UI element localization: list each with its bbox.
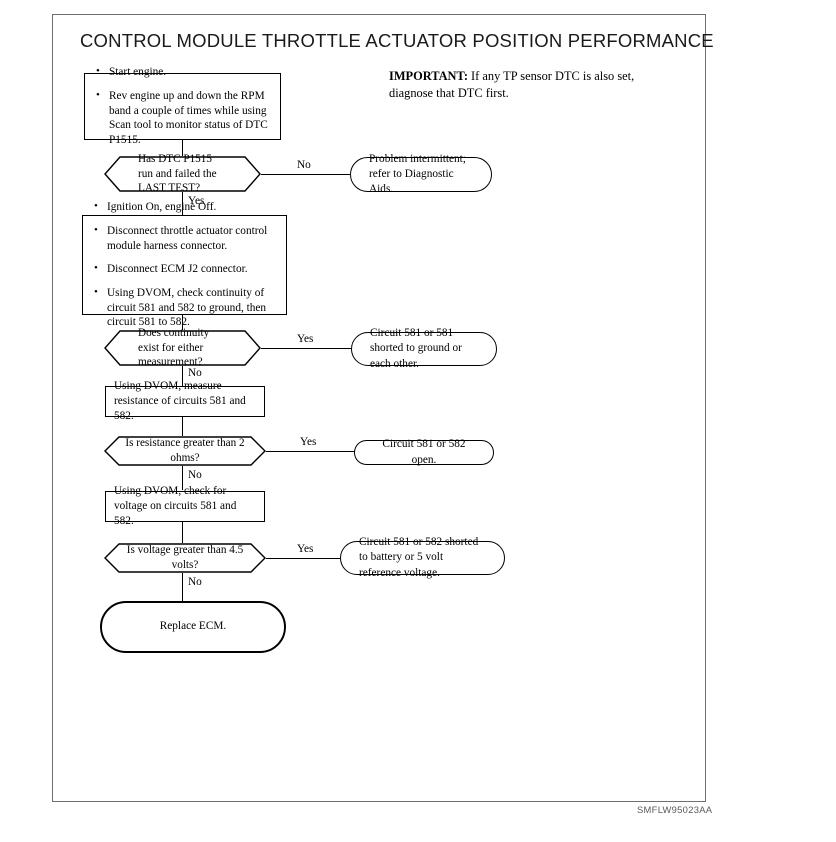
important-note-lead: IMPORTANT: [389, 69, 468, 83]
branch-label-no-2: No [188, 367, 202, 379]
branch-label-no-4: No [188, 576, 202, 588]
connector-step1-to-decision1 [182, 140, 183, 162]
branch-label-yes-3: Yes [300, 436, 317, 448]
branch-label-no-1: No [297, 159, 311, 171]
decision-4-hexagon: Is voltage greater than 4.5 volts? [104, 543, 266, 573]
connector-decision3-yes [266, 451, 356, 452]
final-terminal: Replace ECM. [100, 601, 286, 653]
connector-decision3-no [182, 466, 183, 490]
connector-decision4-no [182, 573, 183, 602]
branch-label-yes-4: Yes [297, 543, 314, 555]
result-4-label: Circuit 581 or 582 shorted to battery or… [359, 536, 479, 579]
connector-decision2-no [182, 366, 183, 386]
connector-step3-to-decision3 [182, 417, 183, 437]
step-2-box: Ignition On, engine Off. Disconnect thro… [82, 199, 287, 328]
page-title: CONTROL MODULE THROTTLE ACTUATOR POSITIO… [80, 30, 714, 51]
decision-3-hexagon: Is resistance greater than 2 ohms? [104, 436, 266, 466]
hexagon-shape-icon [104, 543, 266, 573]
decision-1-hexagon: Has DTC P1515 run and failed the LAST TE… [104, 153, 261, 194]
connector-step2-to-decision2 [182, 315, 183, 333]
step-4-box: Using DVOM, check for voltage on circuit… [105, 485, 265, 527]
list-item: Ignition On, engine Off. [91, 199, 278, 215]
decision-3-label: Is resistance greater than 2 ohms? [125, 437, 245, 464]
connector-decision1-no [261, 174, 352, 175]
result-2-label: Circuit 581 or 581 shorted to ground or … [370, 327, 462, 370]
connector-step4-to-decision4 [182, 522, 183, 543]
step-3-box: Using DVOM, measure resistance of circui… [105, 380, 265, 422]
result-4-terminal: Circuit 581 or 582 shorted to battery or… [340, 536, 505, 579]
list-item: Disconnect ECM J2 connector. [91, 261, 278, 277]
step-1-bullet-list: Start engine. Rev engine up and down the… [93, 64, 272, 148]
result-3-terminal: Circuit 581 or 582 open. [354, 438, 494, 466]
list-item: Disconnect throttle actuator control mod… [91, 223, 278, 253]
final-terminal-label: Replace ECM. [159, 620, 227, 633]
step-2-bullet-list: Ignition On, engine Off. Disconnect thro… [91, 199, 278, 330]
step-4-label: Using DVOM, check for voltage on circuit… [114, 484, 237, 528]
result-2-terminal: Circuit 581 or 581 shorted to ground or … [351, 327, 497, 370]
branch-label-yes-2: Yes [297, 333, 314, 345]
document-code: SMFLW95023AA [637, 804, 713, 815]
result-1-label: Problem intermittent; refer to Diagnosti… [369, 152, 466, 196]
decision-1-label: Has DTC P1515 run and failed the LAST TE… [138, 152, 217, 195]
decision-4-label: Is voltage greater than 4.5 volts? [126, 544, 244, 571]
result-3-label: Circuit 581 or 582 open. [382, 438, 466, 466]
hexagon-shape-icon [104, 436, 266, 466]
list-item: Rev engine up and down the RPM band a co… [93, 88, 272, 148]
decision-2-label: Does continuity exist for either measure… [138, 326, 210, 369]
branch-label-no-3: No [188, 469, 202, 481]
important-note: IMPORTANT: If any TP sensor DTC is also … [389, 68, 639, 101]
decision-2-hexagon: Does continuity exist for either measure… [104, 327, 261, 368]
step-3-label: Using DVOM, measure resistance of circui… [114, 379, 246, 423]
list-item: Using DVOM, check continuity of circuit … [91, 285, 278, 330]
step-1-box: Start engine. Rev engine up and down the… [84, 64, 281, 146]
connector-decision4-yes [266, 558, 342, 559]
list-item: Start engine. [93, 64, 272, 80]
hexagon-shape-icon [104, 330, 261, 366]
connector-decision2-yes [261, 348, 353, 349]
result-1-terminal: Problem intermittent; refer to Diagnosti… [350, 153, 492, 195]
hexagon-shape-icon [104, 156, 261, 192]
important-note-text: If any TP sensor DTC is also set, diagno… [389, 69, 635, 100]
